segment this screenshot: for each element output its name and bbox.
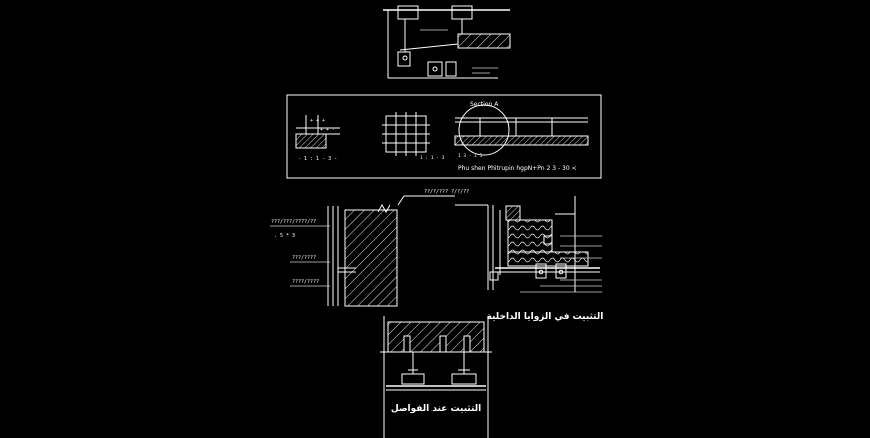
wall-label-left-1: ???/???/????/?? (271, 219, 316, 225)
dims-right-label: + + · (320, 127, 335, 133)
ceiling-profile-section: Section A 1 3 - 1 5 Phu shen Phitrupin h… (454, 101, 589, 172)
scale-mid-label: 1 : 1 - 3 (420, 155, 445, 161)
section-label-top: Section A (470, 101, 499, 108)
wall-label-left-4: ????/???? (292, 279, 319, 285)
scale-left-label: - 1 : 1 - 3 - (298, 156, 337, 162)
wall-label-left-2: . 5 * 3 (274, 233, 295, 239)
wall-hatch (344, 209, 398, 307)
wall-label-left-3: ???/???? (292, 255, 316, 261)
bolt-icon (402, 55, 438, 72)
arabic-caption-internal-corner: التثبيت في الزوايا الداخلية (487, 312, 604, 322)
ceiling-grid-plan: 1 : 1 - 3 (382, 112, 445, 161)
plan-detail-panel: + + + + + · - 1 : 1 - 3 - 1 : 1 - 3 Se (286, 94, 602, 179)
wall-section-detail: ??/?/??? ?/?/?? ???/???/????/?? . 5 * 3 … (270, 189, 469, 307)
left-mini-section: + + + + + · - 1 : 1 - 3 - (295, 115, 340, 162)
wall-label-top: ??/?/??? ?/?/?? (424, 189, 469, 195)
plan-caption: Phu shen Phitrupin hgpN+Pn 2 3 - 30 < (458, 165, 577, 172)
svg-text:1 3 - 1 5: 1 3 - 1 5 (458, 153, 483, 159)
top-ceiling-detail (383, 5, 511, 79)
expansion-joint-detail: التثبيت عند الفواصل (380, 316, 492, 438)
internal-corner-detail: التثبيت في الزوايا الداخلية (455, 196, 603, 322)
anchor-bracket-icon (489, 269, 564, 281)
ceiling-hatch-band (457, 33, 511, 49)
arabic-caption-joint: التثبيت عند الفواصل (391, 404, 481, 414)
dims-left-label: + + + (310, 118, 325, 124)
